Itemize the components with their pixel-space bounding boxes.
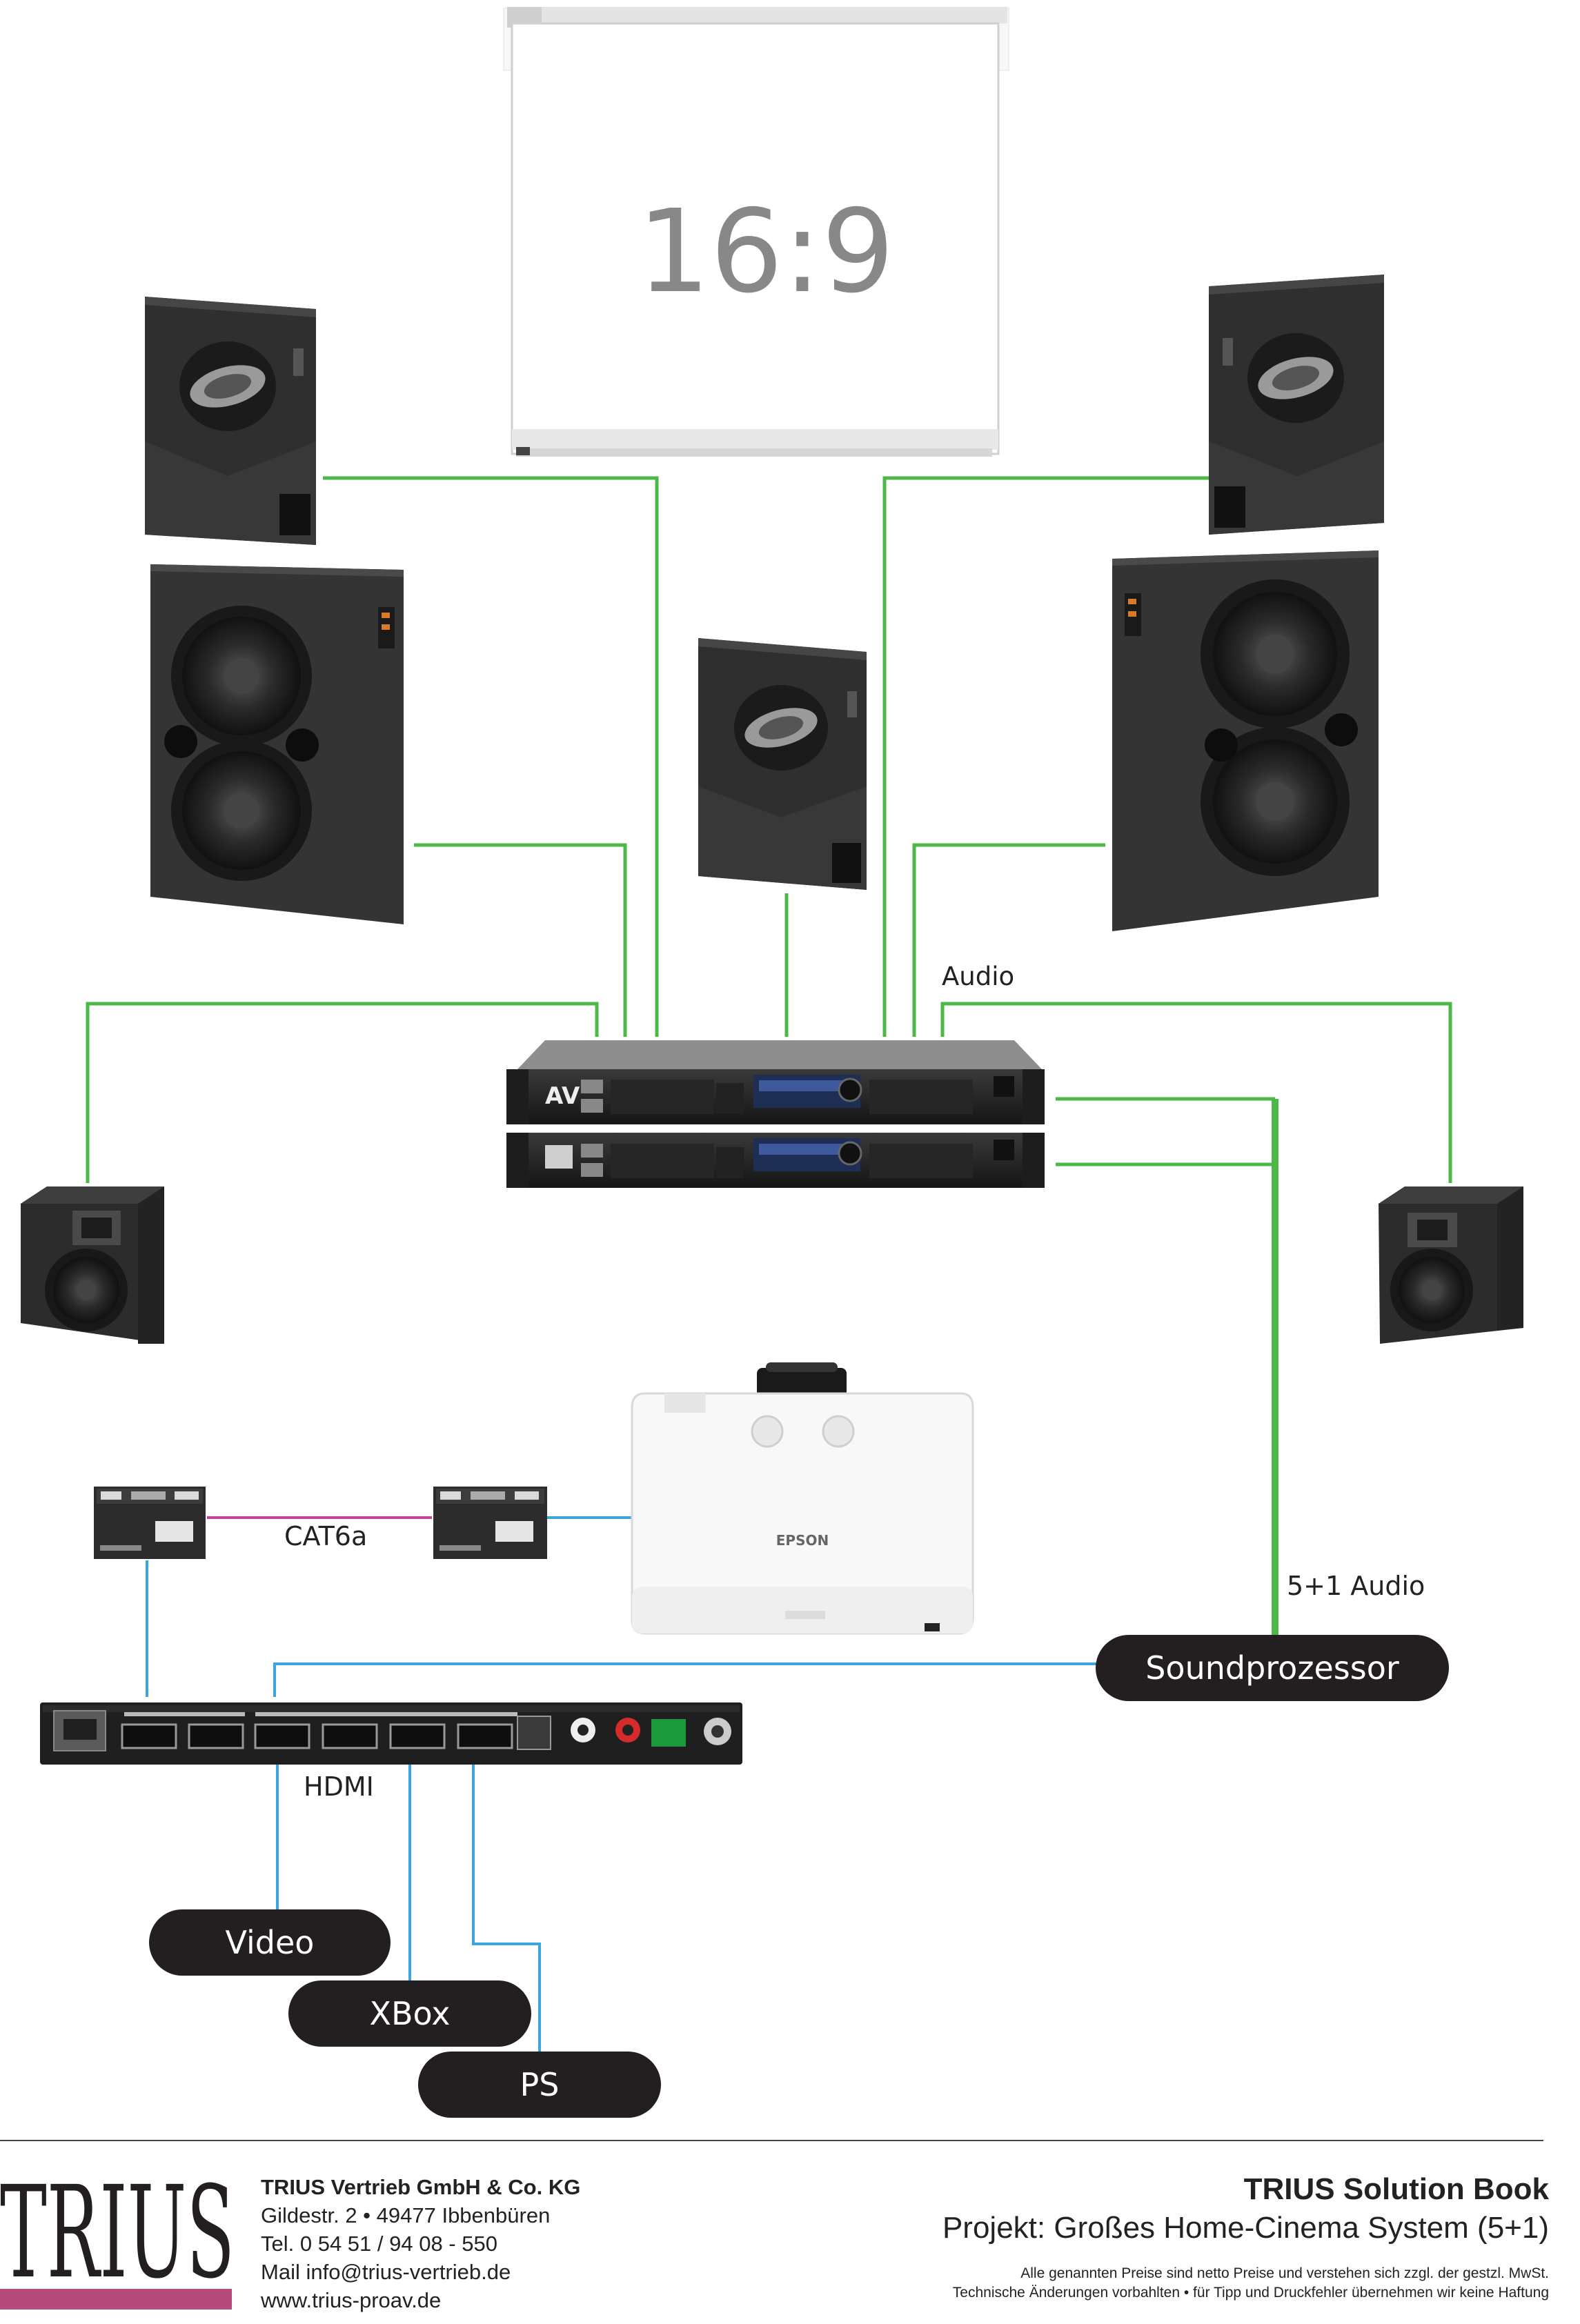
cable-left-top (323, 476, 659, 1037)
speaker-icon (145, 275, 1384, 890)
cable-left-main (414, 843, 627, 1037)
label-hdmi: HDMI (304, 1771, 374, 1802)
label-audio: Audio (942, 962, 1015, 991)
cable-left-surround (86, 1002, 599, 1183)
cable-ps (472, 1763, 541, 2056)
soundprozessor-pill: Soundprozessor (1096, 1635, 1449, 1701)
book-info: TRIUS Solution Book Projekt: Großes Home… (942, 2170, 1549, 2303)
projector-brand: EPSON (776, 1532, 829, 1549)
screen-ratio-label: 16:9 (638, 186, 895, 319)
video-pill: Video (149, 1909, 391, 1976)
svg-text:AV: AV (545, 1082, 580, 1110)
cable-right-main (912, 843, 1105, 1037)
logo-bar (0, 2289, 232, 2310)
disclaimer-line-2: Technische Änderungen vorbahlten • für T… (952, 2285, 1549, 2301)
company-name: TRIUS Vertrieb GmbH & Co. KG (261, 2175, 581, 2199)
speaker-icon (150, 550, 1379, 931)
cable-right-surround (940, 1002, 1452, 1183)
label-cat6a: CAT6a (284, 1521, 368, 1551)
hdbaset-extender-icon (94, 1487, 547, 1559)
footer-divider (0, 2140, 1543, 2141)
speaker-icon (21, 1186, 1523, 1344)
company-address: Gildestr. 2 • 49477 Ibbenbüren (261, 2203, 551, 2227)
company-web: www.trius-proav.de (261, 2288, 442, 2312)
label-51-audio: 5+1 Audio (1287, 1571, 1425, 1601)
disclaimer-line-1: Alle genannten Preise sind netto Preise … (1020, 2265, 1549, 2281)
company-contact: TRIUS Vertrieb GmbH & Co. KG Gildestr. 2… (261, 2173, 580, 2314)
video-cables (146, 1516, 1097, 2056)
cable-right-top (882, 476, 1209, 1037)
company-phone: Tel. 0 54 51 / 94 08 - 550 (261, 2232, 497, 2256)
audio-cables (86, 476, 1452, 1183)
ps-pill: PS (418, 2052, 661, 2118)
project-title: Projekt: Großes Home-Cinema System (5+1) (942, 2211, 1549, 2245)
projector-icon: EPSON (631, 1362, 974, 1635)
book-title: TRIUS Solution Book (1243, 2172, 1549, 2206)
projection-screen-icon: 16:9 (503, 7, 1009, 457)
hdmi-switcher-icon (40, 1702, 742, 1765)
logo-text: TRIUS (0, 2173, 235, 2307)
xbox-pill: XBox (288, 1980, 531, 2047)
trius-logo: TRIUS (0, 2159, 241, 2314)
amplifier-icon: AV (506, 1040, 1045, 1188)
cable-switch-soundprocessor (273, 1662, 1097, 1697)
company-mail: Mail info@trius-vertrieb.de (261, 2260, 511, 2284)
disclaimer: Alle genannten Preise sind netto Preise … (942, 2264, 1549, 2303)
